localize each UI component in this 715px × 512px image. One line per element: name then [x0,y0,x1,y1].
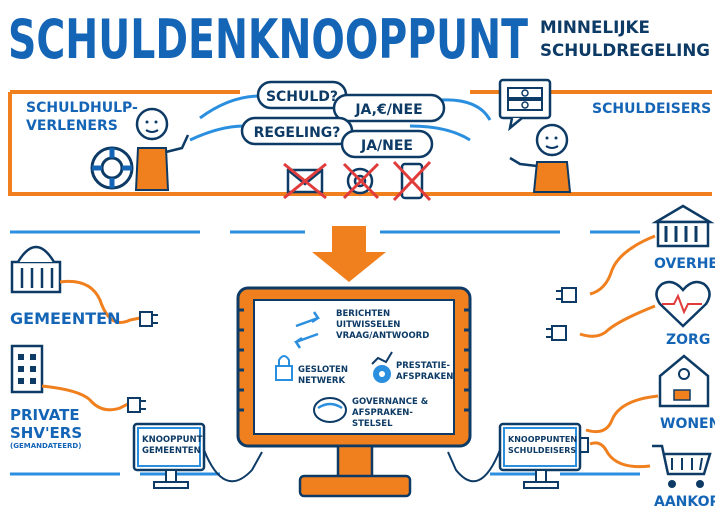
monitor-schuldeisers [498,422,582,489]
screen-item-messages-2: UITWISSELEN [336,320,400,330]
right-party-label-zorg: ZORG [666,332,710,348]
shopping-cart-icon [652,444,712,488]
envelope-icon [283,162,327,200]
screen-item-messages-3: VRAAG/ANTWOORD [336,331,429,341]
office-building-icon [10,344,44,394]
screen-item-messages-1: BERICHTEN [336,309,390,319]
dialogue-bubbles [189,80,492,159]
screen-item-governance-1: GOVERNANCE & [352,397,429,407]
monitor-gemeenten-label-1: KNOOPPUNT [142,435,203,445]
padlock-icon [275,355,293,381]
screen-item-network-1: GESLOTEN [298,365,348,375]
cable-right-monitor [447,449,501,483]
right-actor-label: SCHULDEISERS [592,101,711,117]
aankopen-cable [589,441,651,469]
at-sign-icon [342,162,380,200]
down-arrow-icon [312,226,386,282]
private-cable [41,384,129,412]
exchange-arrows-icon [294,311,320,349]
cable-left-monitor [203,449,263,483]
phone-icon [392,160,432,202]
page-title: SCHULDENKNOOPPUNT [8,8,528,71]
bubble-answer-debt: JA,€/NEE [354,102,422,118]
monitor-schuldeisers-label-2: SCHULDEISERS [508,446,576,455]
plug-icon-2 [127,397,146,413]
divider-lines [10,230,640,476]
left-party-note: (GEMANDATEERD) [10,442,81,450]
heart-pulse-icon [655,280,711,328]
screen-item-performance-2: AFSPRAKEN [396,372,453,382]
screen-item-performance-1: PRESTATIE- [396,361,451,371]
gemeenten-cable [59,279,141,324]
house-icon [658,354,710,408]
life-ring-icon [90,146,134,190]
left-party-label-private: PRIVATE [10,406,80,424]
bubble-answer-arrangement: JA/NEE [360,138,413,154]
bubble-question-arrangement: REGELING? [254,125,341,141]
monitor-gemeenten [132,422,206,489]
monitor-schuldeisers-label-1: KNOOPPUNTEN [508,435,577,444]
left-party-label-gemeenten: GEMEENTEN [10,309,120,328]
overheid-cable [589,234,656,296]
handshake-icon [313,397,347,423]
left-actor-label-2: VERLENERS [26,118,118,134]
right-party-label-overheid: OVERHEID [654,256,715,272]
gear-chart-icon [371,351,393,383]
subtitle-line-1: MINNELIJKE [540,18,650,38]
left-person-figure [134,107,190,191]
screen-item-governance-3: STELSEL [352,419,393,429]
money-speech-bubble-icon [498,78,552,132]
right-party-label-aankopen: AANKOPEN [654,494,715,510]
screen-item-governance-2: AFSPRAKEN- [352,408,413,418]
right-person-figure [509,123,572,193]
plug-icon [139,311,158,327]
government-building-icon [651,204,715,248]
town-hall-icon [10,245,62,294]
screen-item-network-2: NETWERK [298,376,345,386]
wonen-cable [585,394,659,434]
subtitle-line-2: SCHULDREGELING [540,41,710,61]
bubble-question-debt: SCHULD? [266,89,338,105]
monitor-gemeenten-label-2: GEMEENTEN [142,446,201,456]
left-actor-label-1: SCHULDHULP- [26,100,138,116]
left-party-label-shvers: SHV'ERS [10,424,82,442]
right-party-label-wonen: WONEN [660,416,715,432]
zorg-cable [579,304,656,338]
